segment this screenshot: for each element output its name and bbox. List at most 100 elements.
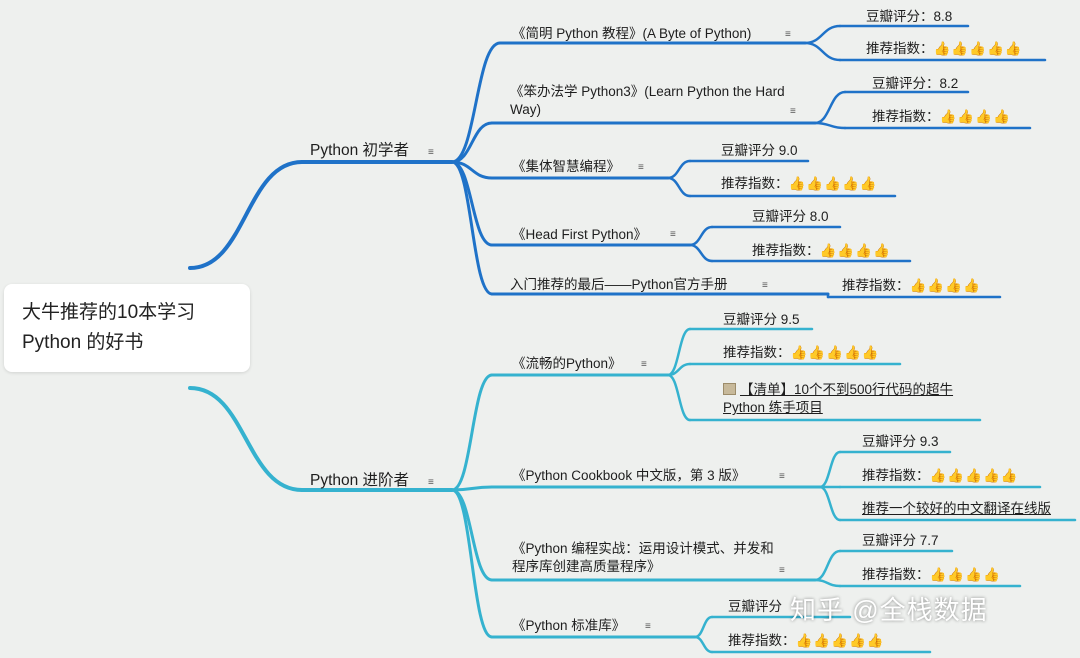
rating-stars: 👍👍👍👍👍 [934,41,1023,56]
book-title-text: 《流畅的Python》 [512,356,622,371]
thumbs-up-icon: 👍 [951,41,970,56]
book-title-text: 《笨办法学 Python3》(Learn Python the Hard Way… [510,84,785,117]
rating-stars: 👍👍👍👍 [930,567,1001,582]
note-icon[interactable]: ≡ [670,229,676,240]
detail-text: 豆瓣评分 7.7 [862,533,939,548]
detail-label: 推荐指数：👍👍👍👍👍 [862,467,1019,485]
rating-stars: 👍👍👍👍👍 [791,345,880,360]
detail-text: 推荐指数： [721,176,789,191]
detail-link[interactable]: 推荐一个较好的中文翻译在线版 [862,500,1051,518]
detail-text: 豆瓣评分 8.0 [752,209,829,224]
thumbs-up-icon: 👍 [992,109,1011,124]
root-branch-connector [188,160,304,270]
root-node[interactable]: 大牛推荐的10本学习 Python 的好书 [4,284,250,372]
thumbs-up-icon: 👍 [982,468,1001,483]
detail-connector [813,90,847,125]
thumbs-up-icon: 👍 [933,41,952,56]
detail-label: 豆瓣评分 9.5 [723,311,800,329]
branch-label[interactable]: Python 初学者 [310,142,409,160]
note-icon[interactable]: ≡ [779,565,785,576]
thumbs-up-icon: 👍 [965,567,983,582]
book-connector [450,488,494,639]
thumbs-up-icon: 👍 [1000,468,1019,483]
book-title[interactable]: 《笨办法学 Python3》(Learn Python the Hard Way… [510,83,800,119]
thumbs-up-icon: 👍 [986,41,1005,56]
detail-text: 推荐指数： [728,633,796,648]
note-icon[interactable]: ≡ [641,359,647,370]
note-icon[interactable]: ≡ [645,621,651,632]
detail-connector [688,243,714,263]
thumbs-up-icon: 👍 [826,345,844,360]
detail-text: 推荐指数： [752,243,820,258]
thumbs-up-icon: 👍 [843,345,862,360]
thumbs-up-icon: 👍 [929,468,948,483]
root-branch-connector [188,386,304,492]
detail-label: 豆瓣评分 9.3 [862,433,939,451]
thumbs-up-icon: 👍 [927,278,946,293]
book-title[interactable]: 《Head First Python》 [512,226,647,244]
rating-stars: 👍👍👍👍👍 [930,468,1019,483]
rating-stars: 👍👍👍👍 [940,109,1011,124]
thumbs-up-icon: 👍 [947,567,966,582]
branch-label[interactable]: Python 进阶者 [310,472,409,490]
thumbs-up-icon: 👍 [806,176,825,191]
thumbs-up-icon: 👍 [788,176,807,191]
book-title-text: 《集体智慧编程》 [512,159,620,174]
thumbs-up-icon: 👍 [859,176,878,191]
thumbs-up-icon: 👍 [837,243,856,258]
book-title[interactable]: 《Python 编程实战：运用设计模式、并发和程序库创建高质量程序》 [512,540,784,576]
note-icon[interactable]: ≡ [762,280,768,291]
rating-stars: 👍👍👍👍 [820,243,891,258]
detail-connector [666,362,692,377]
detail-text: 豆瓣评分 [728,599,782,614]
thumbs-up-icon: 👍 [866,633,885,648]
book-title[interactable]: 《集体智慧编程》 [512,158,620,176]
detail-text: 推荐指数： [862,567,930,582]
thumbs-up-icon: 👍 [962,278,981,293]
detail-connector [818,450,842,489]
thumbs-up-icon: 👍 [909,278,928,293]
branch-label-text: Python 进阶者 [310,472,410,489]
rating-stars: 👍👍👍👍👍 [796,633,885,648]
detail-label: 推荐指数：👍👍👍👍 [872,108,1011,126]
thumbs-up-icon: 👍 [969,41,987,56]
book-title[interactable]: 入门推荐的最后——Python官方手册 [510,276,728,294]
note-icon[interactable]: ≡ [785,29,791,40]
thumbs-up-icon: 👍 [1004,41,1023,56]
detail-label: 推荐指数：👍👍👍👍👍 [728,632,885,650]
detail-connector [818,485,842,522]
detail-connector [693,615,714,639]
detail-link[interactable]: 【清单】10个不到500行代码的超牛Python 练手项目 [723,381,983,417]
rating-stars: 👍👍👍👍 [910,278,981,293]
detail-label: 豆瓣评分：8.2 [872,75,958,93]
note-icon[interactable]: ≡ [790,106,796,117]
thumbs-up-icon: 👍 [957,109,976,124]
detail-connector [666,176,692,198]
thumbs-up-icon: 👍 [872,243,891,258]
detail-connector [803,24,842,45]
book-title[interactable]: 《Python 标准库》 [512,617,625,635]
detail-connector [688,225,714,247]
note-icon[interactable]: ≡ [779,471,785,482]
detail-label: 豆瓣评分 8.0 [752,208,829,226]
detail-label: 推荐指数：👍👍👍👍 [752,242,891,260]
detail-text: 豆瓣评分 9.5 [723,312,800,327]
book-title-text: 《Python 编程实战：运用设计模式、并发和程序库创建高质量程序》 [512,541,774,574]
book-title[interactable]: 《Python Cookbook 中文版，第 3 版》 [512,467,745,485]
note-icon[interactable]: ≡ [428,147,434,158]
detail-text: 豆瓣评分：8.8 [866,9,953,24]
detail-label: 推荐指数：👍👍👍👍 [842,277,981,295]
book-title[interactable]: 《流畅的Python》 [512,355,622,373]
book-title-text: 《Python Cookbook 中文版，第 3 版》 [512,468,746,483]
detail-label: 推荐指数：👍👍👍👍👍 [866,40,1023,58]
book-title[interactable]: 《简明 Python 教程》(A Byte of Python) [512,25,751,43]
detail-label: 推荐指数：👍👍👍👍 [862,566,1001,584]
note-icon[interactable]: ≡ [428,477,434,488]
book-connector [450,373,494,492]
detail-label: 豆瓣评分 9.0 [721,142,798,160]
note-icon[interactable]: ≡ [638,162,644,173]
checklist-icon [723,383,736,395]
detail-label: 推荐指数：👍👍👍👍👍 [723,344,880,362]
thumbs-up-icon: 👍 [813,633,832,648]
